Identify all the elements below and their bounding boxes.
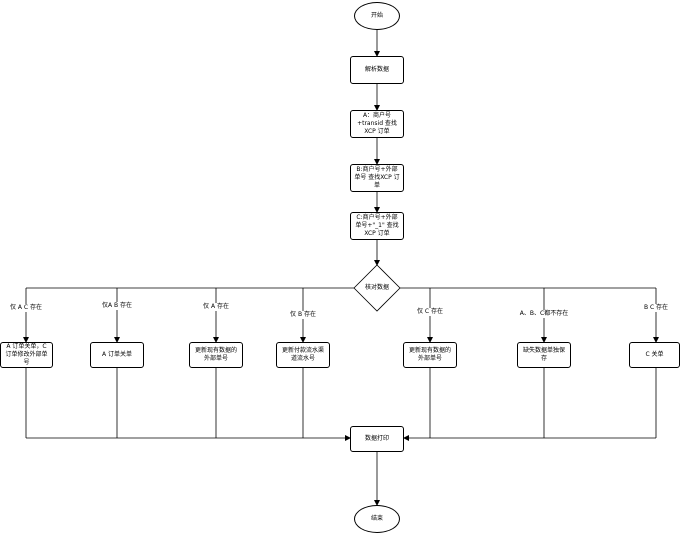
branch-label-3: 仅 A 存在	[202, 303, 230, 311]
lookup-b-node: B:商户号+外部单号 查找XCP 订单	[350, 164, 404, 192]
end-node: 结束	[354, 505, 400, 533]
branch-label-5: 仅 C 存在	[415, 308, 445, 316]
branch-label-1: 仅 A C 存在	[8, 304, 44, 312]
case-node-6: 缺失数据单独保存	[517, 342, 571, 368]
decision-diamond	[353, 264, 401, 312]
case-node-7: C 关单	[629, 342, 680, 368]
case-node-5: 更新现有数据的外部单号	[403, 342, 457, 368]
branch-label-6: A、B、C都不存在	[518, 310, 570, 318]
case-node-1: A 订单关单，C 订单修改外部单号	[0, 342, 53, 368]
case-node-2: A 订单关单	[90, 342, 144, 368]
case-node-4: 更新付款流水渠道流水号	[276, 342, 330, 368]
branch-label-2: 仅A B 存在	[100, 302, 134, 310]
decision-label: 核对数据	[364, 284, 390, 291]
branch-label-4: 仅 B 存在	[289, 311, 317, 319]
case-node-3: 更新现有数据的外部单号	[189, 342, 243, 368]
print-node: 数据打印	[350, 426, 404, 452]
parse-node: 解析数据	[350, 56, 404, 84]
lookup-a-node: A：商户号+transid 查找XCP 订单	[350, 110, 404, 138]
start-node: 开始	[354, 2, 400, 30]
branch-label-7: B C 存在	[642, 304, 670, 312]
lookup-c-node: C:商户号+外部单号+"_1" 查找XCP 订单	[350, 212, 404, 240]
